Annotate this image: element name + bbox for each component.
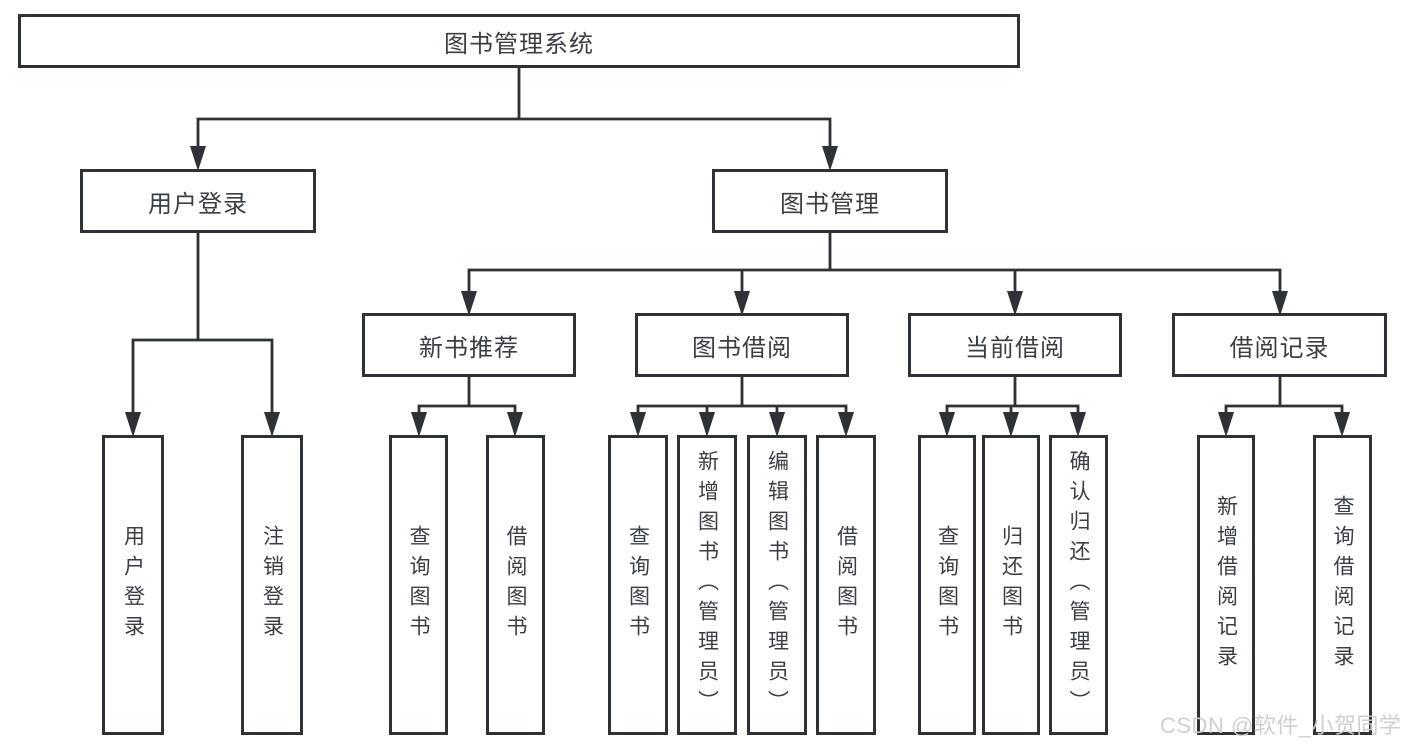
leaf-return-books: 归还图书: [982, 435, 1040, 735]
node-root-label: 图书管理系统: [444, 30, 594, 58]
leaf-add-borrow-record-label: 新增借阅记录: [1214, 495, 1238, 675]
leaf-edit-books-admin: 编辑图书（管理员）: [747, 435, 807, 735]
leaf-add-books-admin-label: 新增图书（管理员）: [695, 450, 719, 720]
leaf-confirm-return-admin-label: 确认归还（管理员）: [1067, 450, 1090, 720]
leaf-recommend-query-books-label: 查询图书: [407, 525, 430, 645]
node-book-borrow-label: 图书借阅: [692, 334, 792, 362]
node-root: 图书管理系统: [18, 14, 1020, 68]
leaf-recommend-borrow-books-label: 借阅图书: [504, 525, 527, 645]
leaf-query-borrow-record: 查询借阅记录: [1313, 435, 1372, 735]
node-user-login-label: 用户登录: [148, 190, 248, 218]
leaf-add-borrow-record: 新增借阅记录: [1197, 435, 1255, 735]
node-user-login: 用户登录: [80, 169, 316, 233]
leaf-user-login-label: 用户登录: [121, 525, 145, 645]
leaf-borrow-books: 借阅图书: [816, 435, 876, 735]
leaf-borrow-query-books-label: 查询图书: [626, 525, 650, 645]
watermark: CSDN @软件_小贺同学: [1160, 713, 1402, 738]
leaf-logout-label: 注销登录: [260, 525, 284, 645]
leaf-edit-books-admin-label: 编辑图书（管理员）: [765, 450, 789, 720]
node-new-book-recommend-label: 新书推荐: [419, 334, 519, 362]
leaf-confirm-return-admin: 确认归还（管理员）: [1049, 435, 1108, 735]
node-new-book-recommend: 新书推荐: [362, 313, 576, 377]
leaf-borrow-books-label: 借阅图书: [834, 525, 858, 645]
node-book-management: 图书管理: [712, 169, 948, 233]
leaf-logout: 注销登录: [241, 435, 303, 735]
leaf-current-query-books: 查询图书: [918, 435, 976, 735]
leaf-return-books-label: 归还图书: [999, 525, 1023, 645]
node-current-borrow-label: 当前借阅: [965, 334, 1065, 362]
node-book-borrow: 图书借阅: [635, 313, 849, 377]
leaf-query-borrow-record-label: 查询借阅记录: [1331, 495, 1354, 675]
leaf-add-books-admin: 新增图书（管理员）: [677, 435, 737, 735]
leaf-borrow-query-books: 查询图书: [608, 435, 668, 735]
leaf-user-login: 用户登录: [102, 435, 164, 735]
node-book-management-label: 图书管理: [780, 190, 880, 218]
leaf-current-query-books-label: 查询图书: [935, 525, 959, 645]
node-borrow-records: 借阅记录: [1172, 313, 1387, 377]
arrowhead-icons: [125, 146, 1350, 437]
leaf-recommend-query-books: 查询图书: [389, 435, 448, 735]
node-current-borrow: 当前借阅: [908, 313, 1122, 377]
leaf-recommend-borrow-books: 借阅图书: [486, 435, 545, 735]
node-borrow-records-label: 借阅记录: [1229, 334, 1330, 362]
